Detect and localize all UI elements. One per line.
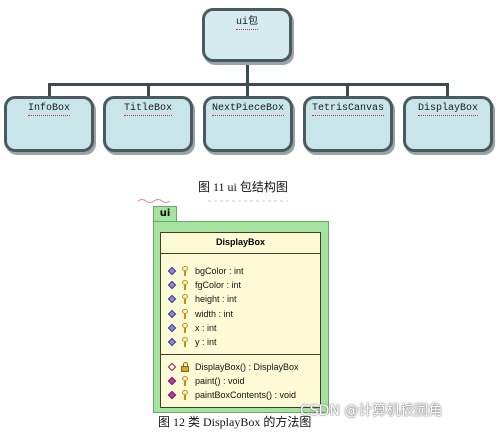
scan-artifact xyxy=(138,199,288,203)
operation-row: DisplayBox() : DisplayBox xyxy=(161,360,320,374)
field-icon xyxy=(167,309,177,319)
class-node-label: InfoBox xyxy=(27,103,70,116)
key-icon xyxy=(180,337,190,348)
attribute-text: fgColor : int xyxy=(195,280,242,291)
key-icon xyxy=(180,280,190,291)
watermark: CSDN @计算机校园角 xyxy=(300,403,443,419)
attribute-row: x : int xyxy=(161,321,320,335)
key-icon xyxy=(180,266,190,277)
key-icon xyxy=(180,294,190,305)
class-node-displaybox: DisplayBox xyxy=(403,96,493,152)
attribute-row: fgColor : int xyxy=(161,278,320,292)
key-icon xyxy=(180,390,190,401)
attributes-compartment: bgColor : int fgColor : int height : int… xyxy=(161,254,320,355)
attribute-row: bgColor : int xyxy=(161,264,320,278)
attribute-row: height : int xyxy=(161,292,320,306)
figure-11-caption: 图 11 ui 包结构图 xyxy=(198,180,288,194)
operation-row: paintBoxContents() : void xyxy=(161,388,320,402)
field-icon xyxy=(167,280,177,290)
class-node-label: NextPieceBox xyxy=(211,103,284,116)
operation-text: paintBoxContents() : void xyxy=(195,390,297,401)
connector-root-down xyxy=(246,62,249,84)
field-icon xyxy=(167,337,177,347)
key-icon xyxy=(180,376,190,387)
attribute-text: bgColor : int xyxy=(195,266,244,277)
class-node-tetriscanvas: TetrisCanvas xyxy=(303,96,393,152)
lock-icon xyxy=(180,362,190,373)
attribute-text: height : int xyxy=(195,294,237,305)
field-icon xyxy=(167,266,177,276)
attribute-text: y : int xyxy=(195,337,217,348)
method-icon xyxy=(167,376,177,386)
package-node-ui-label: ui包 xyxy=(235,17,258,30)
connector-displaybox xyxy=(446,83,449,97)
class-node-infobox: InfoBox xyxy=(4,96,94,152)
package-tab: ui xyxy=(153,206,177,222)
class-node-label: TitleBox xyxy=(123,103,172,116)
connector-tetriscanvas xyxy=(346,83,349,97)
operations-compartment: DisplayBox() : DisplayBox paint() : void… xyxy=(161,355,320,403)
class-name: DisplayBox xyxy=(161,233,320,254)
key-icon xyxy=(180,308,190,319)
attribute-row: y : int xyxy=(161,335,320,349)
field-icon xyxy=(167,294,177,304)
figure-12-caption: 图 12 类 DisplayBox 的方法图 xyxy=(158,415,312,429)
operation-text: DisplayBox() : DisplayBox xyxy=(195,362,299,373)
uml-class-box: DisplayBox bgColor : int fgColor : int h… xyxy=(160,232,321,408)
constructor-icon xyxy=(167,362,177,372)
attribute-text: x : int xyxy=(195,322,217,333)
class-node-nextpiecebox: NextPieceBox xyxy=(203,96,293,152)
class-node-label: TetrisCanvas xyxy=(311,103,384,116)
class-node-titlebox: TitleBox xyxy=(103,96,193,152)
attribute-text: width : int xyxy=(195,308,234,319)
package-node-ui: ui包 xyxy=(202,8,292,62)
class-node-label: DisplayBox xyxy=(417,103,478,116)
method-icon xyxy=(167,390,177,400)
attribute-row: width : int xyxy=(161,307,320,321)
key-icon xyxy=(180,322,190,333)
connector-infobox xyxy=(48,83,51,97)
connector-titlebox xyxy=(147,83,150,97)
field-icon xyxy=(167,323,177,333)
connector-nextpiecebox xyxy=(246,83,249,97)
operation-text: paint() : void xyxy=(195,376,245,387)
operation-row: paint() : void xyxy=(161,374,320,388)
